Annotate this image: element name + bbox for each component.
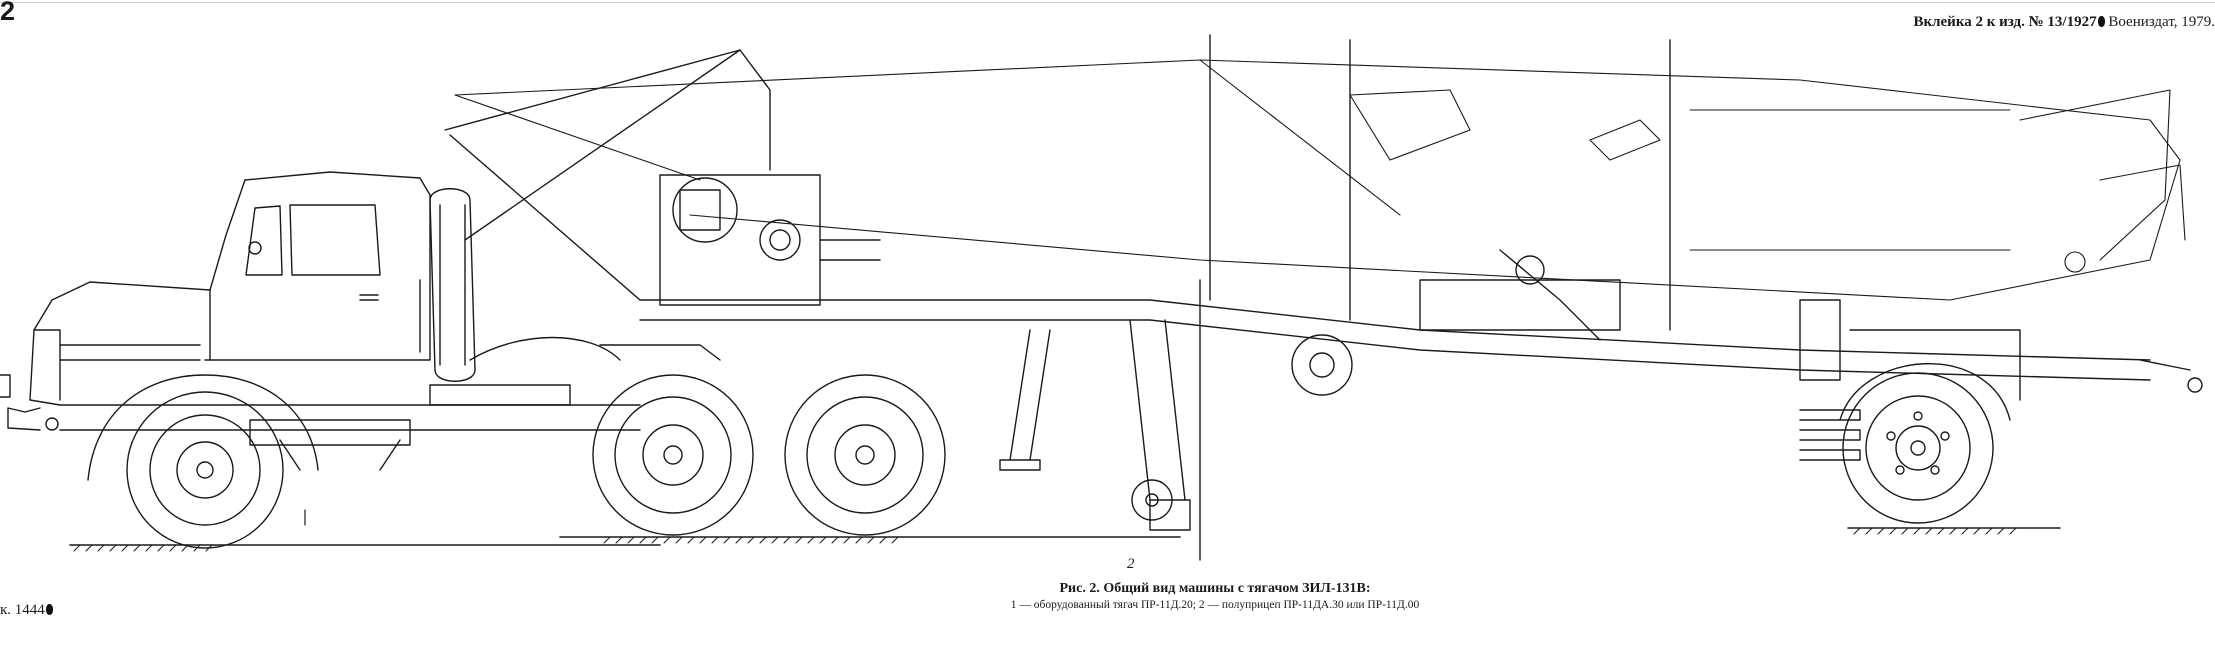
tractor-front-wheel — [87, 374, 319, 549]
tractor-hood — [0, 281, 211, 431]
ink-blot-icon — [2097, 16, 2105, 27]
caption-legend: 1 — оборудованный тягач ПР-11Д.20; 2 — п… — [1010, 599, 1420, 611]
order-mark-text: к. 1444 — [0, 602, 45, 618]
position-label: 2 — [1127, 556, 1135, 572]
tractor-rear-wheel — [784, 374, 946, 536]
order-mark: к. 1444 — [0, 602, 53, 619]
ink-blot-icon — [45, 604, 53, 615]
figure-caption: Рис. 2. Общий вид машины с тягачом ЗИЛ-1… — [640, 581, 1790, 611]
missile-outline — [454, 59, 2186, 301]
semitrailer-wheel — [1839, 363, 2011, 524]
loading-crane — [444, 49, 881, 306]
publisher-label: Воениздат, 1979. — [2108, 14, 2215, 30]
support-leg — [999, 319, 1353, 531]
tractor-cab — [204, 171, 431, 361]
page-number: 2 — [0, 0, 16, 26]
caption-title: Рис. 2. Общий вид машины с тягачом ЗИЛ-1… — [1059, 581, 1371, 596]
plate-header: Вклейка 2 к изд. № 13/1927 Воениздат, 19… — [1913, 14, 2215, 31]
tractor-chassis — [59, 336, 721, 471]
plate-label: Вклейка 2 к изд. № 13/1927 — [1913, 14, 2097, 30]
tractor-mid-wheel — [592, 374, 754, 536]
ground-line — [69, 527, 2061, 552]
spare-wheel — [429, 188, 476, 382]
top-rule — [0, 2, 2215, 3]
semitrailer-frame — [639, 34, 2203, 561]
